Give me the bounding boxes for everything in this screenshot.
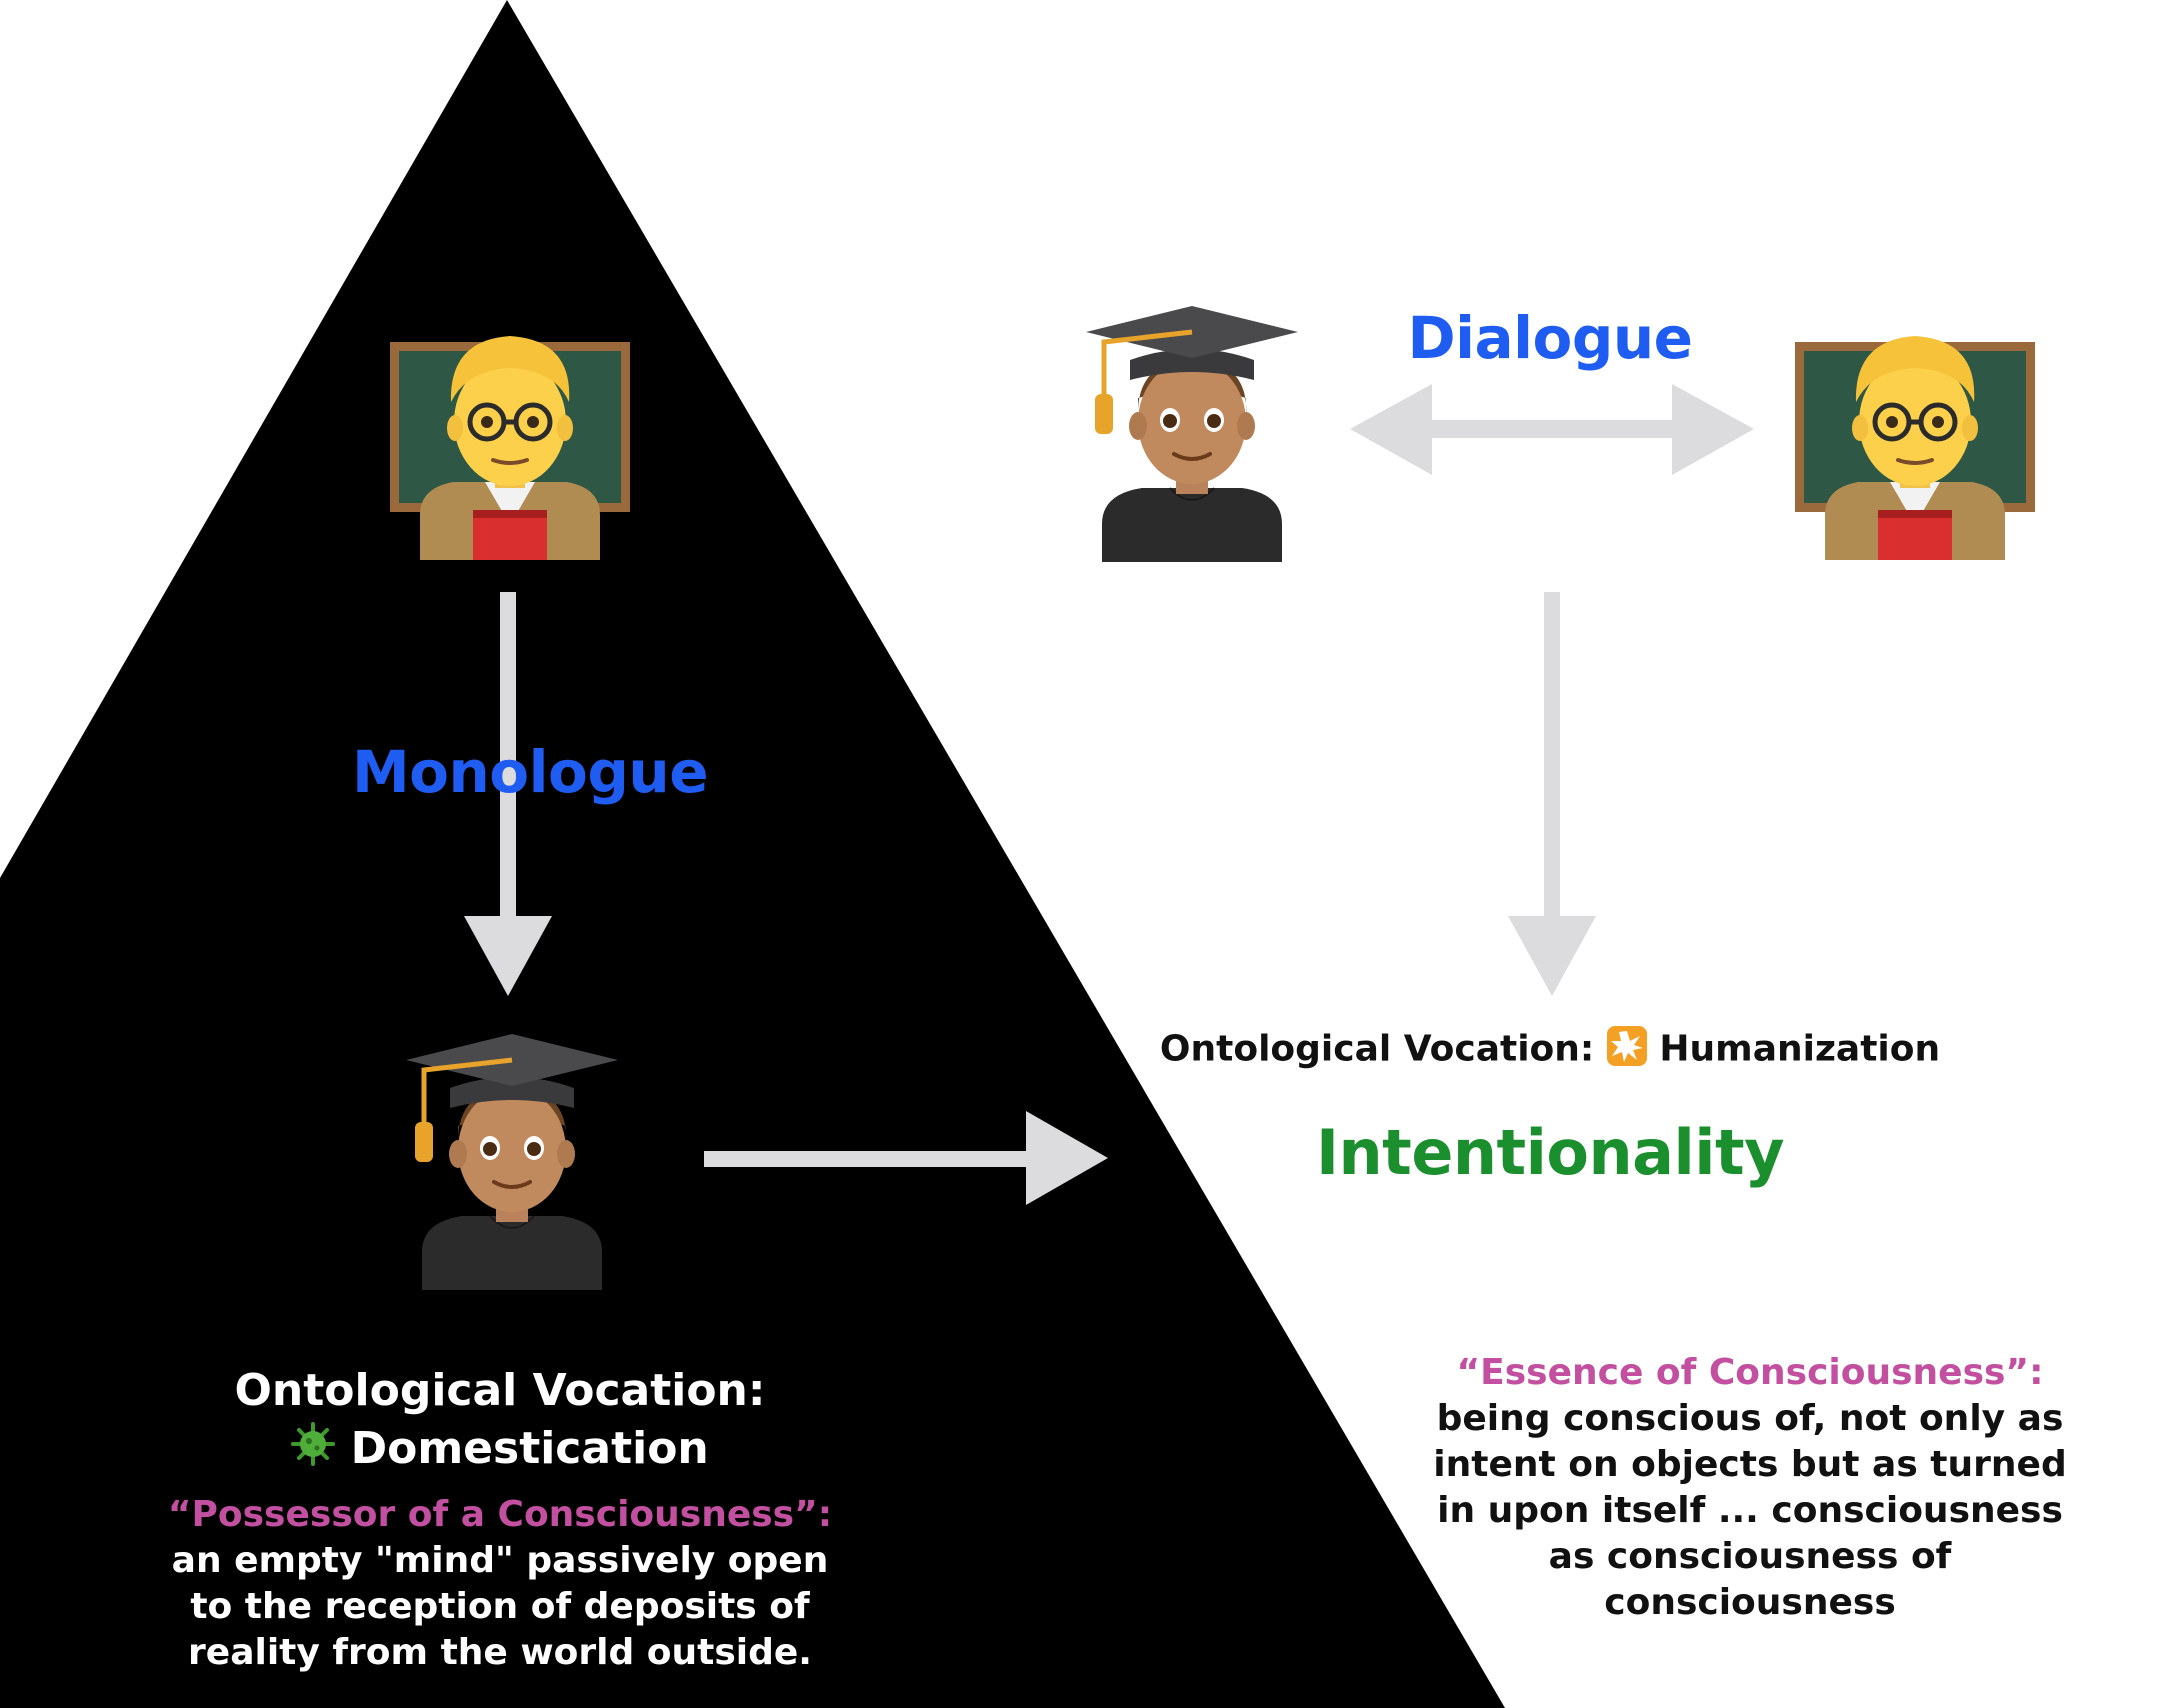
left-vocation-label: Ontological Vocation: bbox=[234, 1365, 766, 1416]
right-quote-title: “Essence of Consciousness”: bbox=[1456, 1352, 2044, 1393]
right-quote-line: being conscious of, not only as bbox=[1436, 1398, 2064, 1439]
left-quote-line: an empty "mind" passively open bbox=[171, 1540, 829, 1581]
left-vocation-value-row: Domestication bbox=[150, 1420, 850, 1481]
dialogue-label: Dialogue bbox=[1407, 304, 1693, 372]
right-vocation: Ontological Vocation: Humanization bbox=[1150, 1026, 1950, 1075]
right-quote-line: consciousness bbox=[1604, 1582, 1896, 1623]
left-quote-title: “Possessor of a Consciousness”: bbox=[167, 1494, 833, 1535]
left-vocation: Ontological Vocation: Domestication bbox=[150, 1362, 850, 1481]
collision-icon bbox=[1606, 1026, 1647, 1075]
left-quote-line: to the reception of deposits of bbox=[190, 1586, 810, 1627]
monologue-arrow bbox=[464, 592, 552, 996]
right-quote-line: as consciousness of bbox=[1548, 1536, 1952, 1577]
teacher-icon-right bbox=[1795, 336, 2035, 560]
left-vocation-value: Domestication bbox=[350, 1423, 709, 1474]
dialogue-arrow bbox=[1350, 384, 1754, 475]
right-vocation-label: Ontological Vocation: bbox=[1159, 1028, 1595, 1070]
pyramid-shape bbox=[0, 0, 1505, 1708]
student-icon-right bbox=[1086, 306, 1298, 562]
transition-arrow bbox=[704, 1111, 1108, 1205]
right-quote-line: in upon itself ... consciousness bbox=[1437, 1490, 2063, 1531]
humanization-arrow bbox=[1508, 592, 1596, 996]
right-quote: “Essence of Consciousness”: being consci… bbox=[1400, 1350, 2100, 1626]
monologue-label: Monologue bbox=[351, 738, 709, 806]
virus-icon bbox=[291, 1421, 336, 1481]
left-quote: “Possessor of a Consciousness”: an empty… bbox=[150, 1492, 850, 1676]
right-quote-line: intent on objects but as turned bbox=[1433, 1444, 2067, 1485]
left-quote-line: reality from the world outside. bbox=[188, 1632, 812, 1673]
right-vocation-value: Humanization bbox=[1659, 1028, 1941, 1070]
intentionality-label: Intentionality bbox=[1315, 1116, 1785, 1189]
teacher-icon-left bbox=[390, 336, 630, 560]
